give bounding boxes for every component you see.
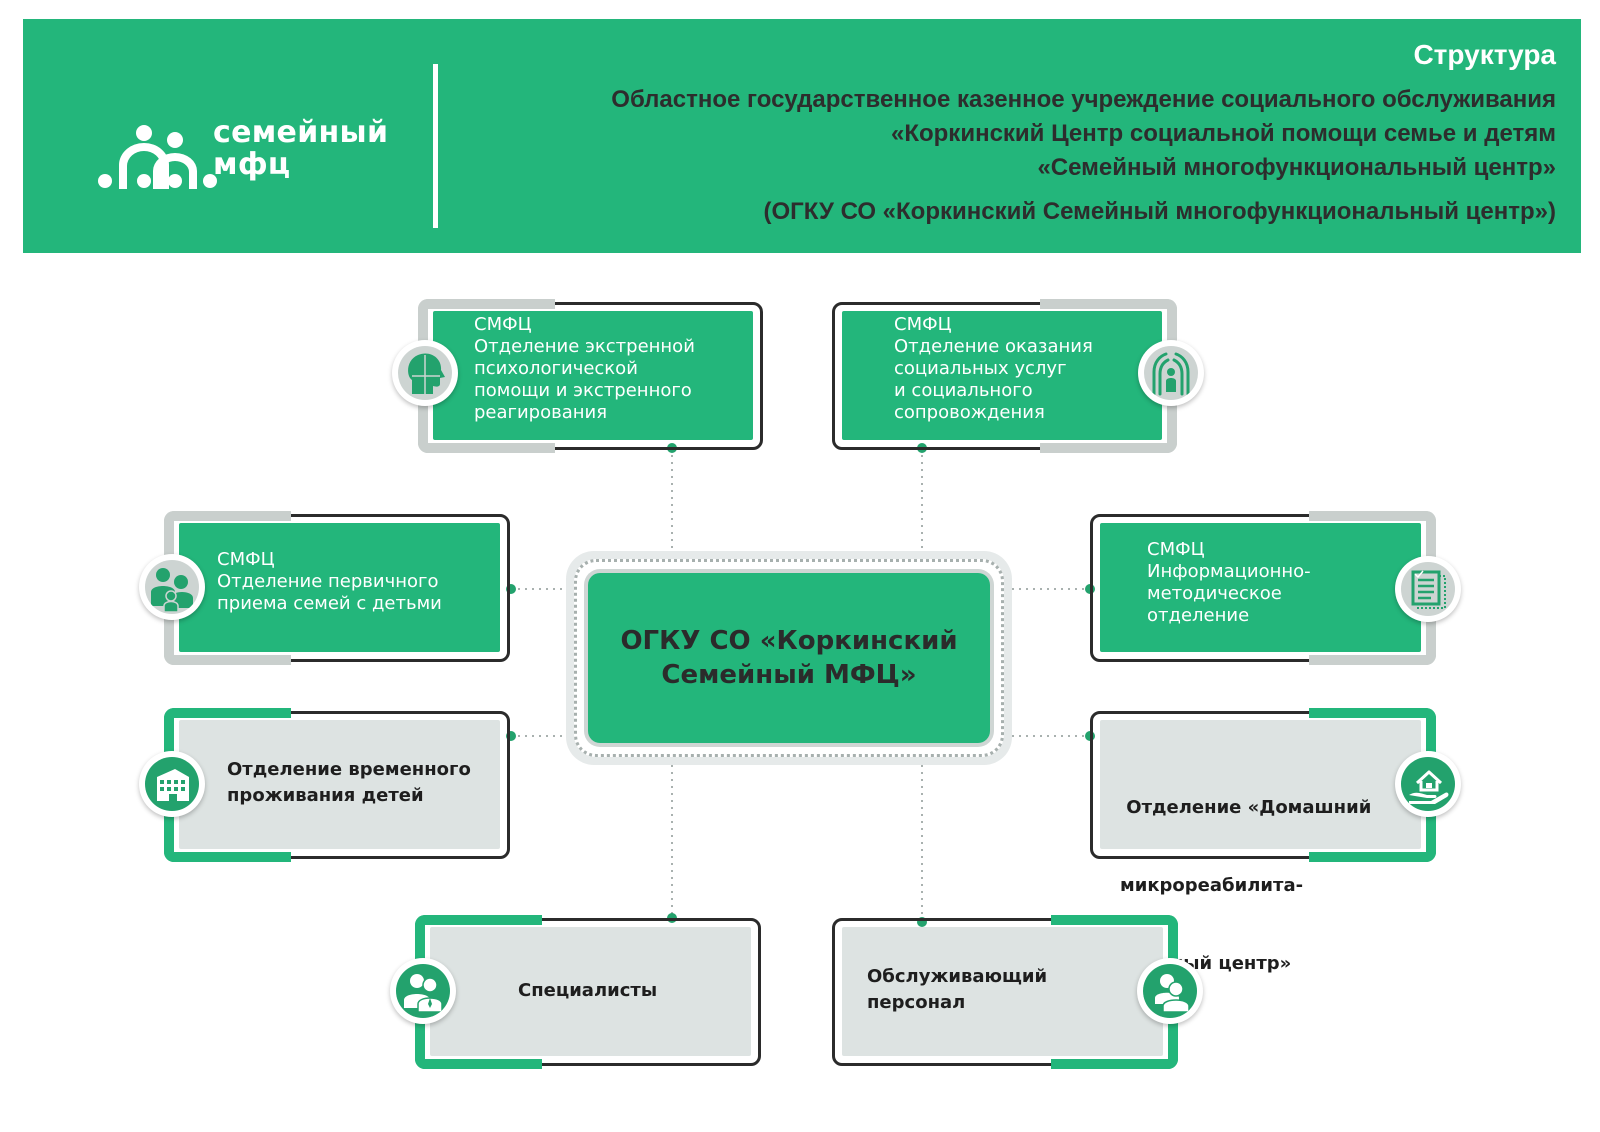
node-label: СМФЦ Отделение экстренной психологическо… xyxy=(474,314,695,424)
node-body xyxy=(1100,523,1421,652)
frame-accent xyxy=(164,708,291,718)
node-prefix: СМФЦ xyxy=(1147,539,1205,560)
department-social-services: СМФЦ Отделение оказания социальных услуг… xyxy=(832,299,1204,453)
frame-accent xyxy=(1309,708,1436,718)
frame-accent xyxy=(1309,511,1436,521)
staff-icon xyxy=(1137,958,1203,1024)
frame-accent xyxy=(164,655,291,665)
node-label: Отделение временного проживания детей xyxy=(227,757,471,809)
node-text-line: отделение xyxy=(1147,605,1250,626)
node-text-line: приема семей с детьми xyxy=(217,593,442,614)
frame-accent xyxy=(1051,915,1178,925)
node-text-line: социальных услуг xyxy=(894,358,1067,379)
node-prefix: СМФЦ xyxy=(894,314,952,335)
family-icon xyxy=(139,554,205,620)
frame-accent xyxy=(1040,299,1177,309)
logo-icon xyxy=(98,125,217,189)
node-body xyxy=(842,927,1163,1056)
header-banner: семейный мфц Структура Областное государ… xyxy=(23,19,1581,253)
node-text-line: проживания детей xyxy=(227,785,424,806)
node-text-line: психологической xyxy=(474,358,638,379)
department-primary-reception: СМФЦ Отделение первичного приема семей с… xyxy=(139,511,510,665)
node-body xyxy=(842,311,1162,440)
node-text-line: Отделение экстренной xyxy=(474,336,695,357)
organization-name: Областное государственное казенное учреж… xyxy=(611,83,1556,229)
node-text-line: Отделение оказания xyxy=(894,336,1093,357)
node-body xyxy=(433,311,753,440)
frame-accent xyxy=(415,915,542,925)
page-title: Структура xyxy=(1413,39,1556,70)
central-organization-label: ОГКУ СО «Коркинский Семейный МФЦ» xyxy=(620,626,958,690)
node-text-line: Специалисты xyxy=(518,980,658,1001)
node-text-line: Отделение временного xyxy=(227,759,471,780)
building-icon xyxy=(139,751,205,817)
department-home-microrehabilitation: Отделение «Домашний микрореабилита- цион… xyxy=(1090,708,1461,974)
people-icon xyxy=(390,958,456,1024)
node-text-line: персонал xyxy=(867,992,966,1013)
frame-accent xyxy=(1309,655,1436,665)
org-line: Областное государственное казенное учреж… xyxy=(611,86,1556,113)
node-body xyxy=(179,523,500,652)
node-text-line: микрореабилита- xyxy=(1120,875,1304,896)
protective-hands-person-icon xyxy=(1138,340,1204,406)
node-label: Обслуживающий персонал xyxy=(867,964,1047,1016)
document-icon xyxy=(1395,556,1461,622)
frame-accent xyxy=(1040,443,1177,453)
node-text-line: Обслуживающий xyxy=(867,966,1048,987)
logo-text-line2: мфц xyxy=(213,147,291,182)
node-prefix: СМФЦ xyxy=(474,314,532,335)
node-text-line: помощи и экстренного xyxy=(474,380,692,401)
central-organization-node: ОГКУ СО «Коркинский Семейный МФЦ» xyxy=(566,551,1012,765)
node-text-line: Отделение «Домашний xyxy=(1120,797,1372,818)
node-body xyxy=(430,927,751,1056)
org-line: «Семейный многофункциональный центр» xyxy=(1037,154,1556,181)
node-text-line: Отделение первичного xyxy=(217,571,439,592)
node-text-line: реагирования xyxy=(474,402,608,423)
node-body xyxy=(1100,720,1421,849)
service-staff: Обслуживающий персонал xyxy=(832,915,1203,1069)
node-text-line: сопровождения xyxy=(894,402,1045,423)
node-label: Специалисты xyxy=(518,978,657,1004)
node-label: СМФЦ Отделение оказания социальных услуг… xyxy=(894,314,1093,424)
logo-text: семейный мфц xyxy=(213,117,388,181)
frame-accent xyxy=(418,299,555,309)
node-label: СМФЦ Отделение первичного приема семей с… xyxy=(217,549,442,615)
node-body xyxy=(179,720,500,849)
frame-accent xyxy=(1051,1059,1178,1069)
frame-accent xyxy=(415,1059,542,1069)
frame-accent xyxy=(1309,852,1436,862)
node-text-line: методическое xyxy=(1147,583,1282,604)
head-puzzle-icon xyxy=(392,340,458,406)
specialists: Специалисты xyxy=(390,915,761,1069)
node-prefix: СМФЦ xyxy=(217,549,275,570)
department-emergency-psychological-help: СМФЦ Отделение экстренной психологическо… xyxy=(392,299,763,453)
department-temporary-residence: Отделение временного проживания детей xyxy=(139,708,510,862)
org-abbreviation: (ОГКУ СО «Коркинский Семейный многофункц… xyxy=(763,198,1557,225)
node-text-line: и социального xyxy=(894,380,1033,401)
frame-accent xyxy=(164,511,291,521)
frame-accent xyxy=(164,852,291,862)
node-label: СМФЦ Информационно- методическое отделен… xyxy=(1147,539,1311,627)
department-information-methodical: СМФЦ Информационно- методическое отделен… xyxy=(1090,511,1461,665)
frame-accent xyxy=(418,443,555,453)
banner-divider xyxy=(433,64,438,228)
node-text-line: Информационно- xyxy=(1147,561,1311,582)
org-line: «Коркинский Центр социальной помощи семь… xyxy=(890,120,1556,147)
logo-text-line1: семейный xyxy=(213,115,389,150)
house-in-hand-icon xyxy=(1395,751,1461,817)
central-organization-box: ОГКУ СО «Коркинский Семейный МФЦ» xyxy=(588,573,990,743)
